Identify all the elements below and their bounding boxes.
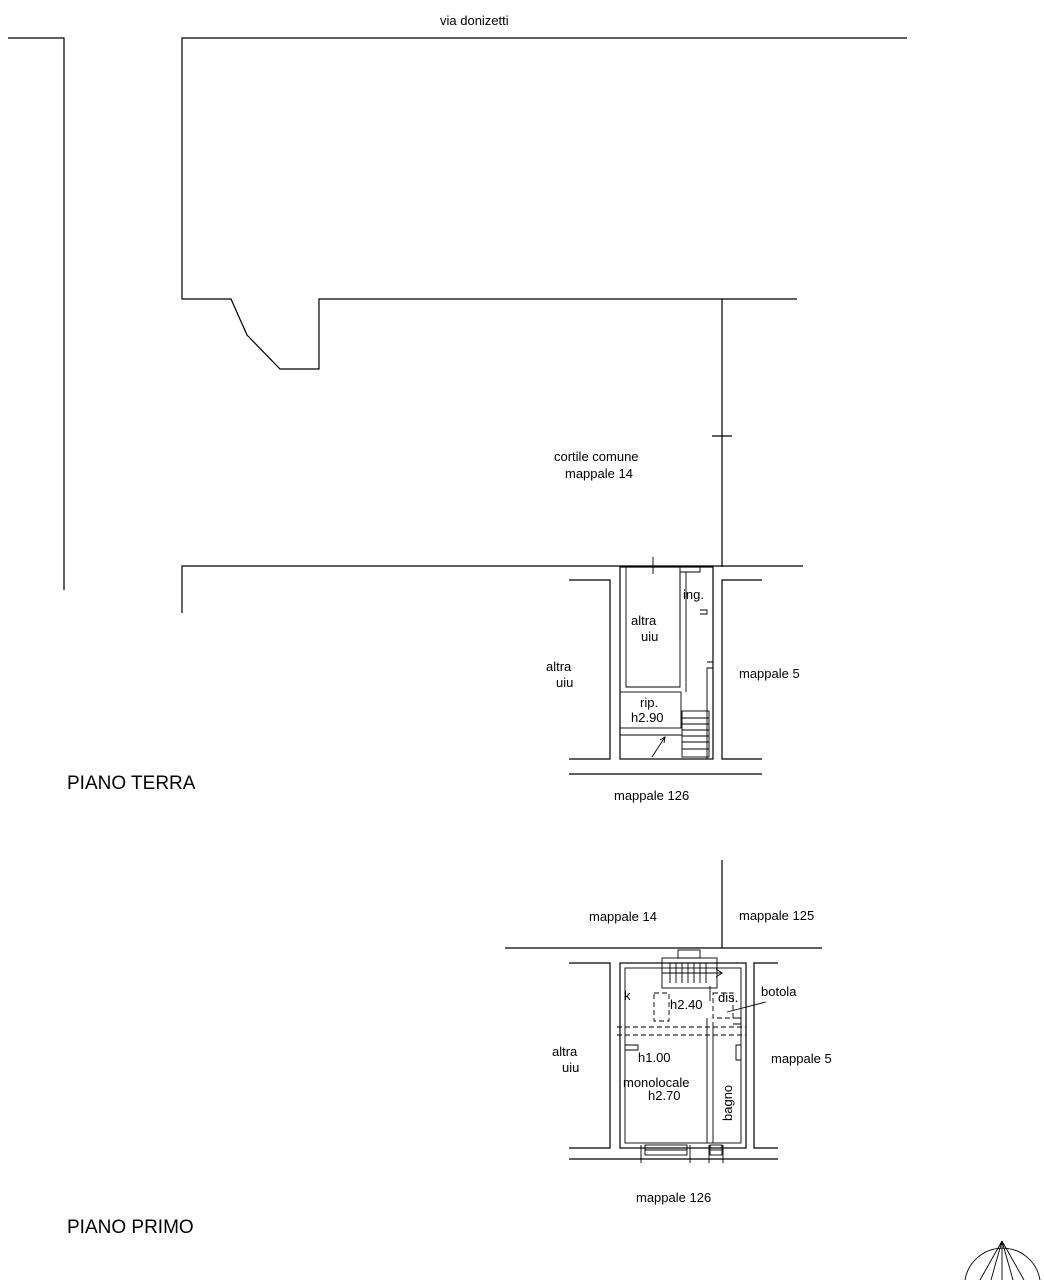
first-stairs-icon [661, 949, 723, 989]
first-floor-title: PIANO PRIMO [67, 1217, 194, 1238]
left-boundary-line [8, 37, 65, 590]
ground-stairs-icon [620, 710, 710, 758]
ground-floor-plan: via donizetti cortile comune mappale 14 [8, 13, 907, 803]
ripostiglio-label: rip. [640, 695, 658, 710]
left-uiu-label: uiu [556, 675, 573, 690]
left-uiu-boundary [569, 579, 611, 760]
disimpegno-label: dis. [718, 990, 738, 1005]
first-mappale-5-label: mappale 5 [771, 1051, 832, 1066]
courtyard-label: cortile comune [554, 449, 639, 464]
first-floor-plan: mappale 14 mappale 125 [67, 860, 832, 1238]
ripostiglio-height-label: h2.90 [631, 710, 664, 725]
bagno-label: bagno [720, 1085, 735, 1121]
first-mappale-14-label: mappale 14 [589, 909, 657, 924]
inner-uiu-label: uiu [641, 629, 658, 644]
street-label: via donizetti [440, 13, 509, 28]
right-mappale-boundary [721, 579, 762, 760]
first-unit-outline [619, 962, 747, 1149]
entrance-right-wall [706, 661, 714, 759]
first-uiu-label: uiu [562, 1060, 579, 1075]
first-window-bagno [708, 1144, 724, 1163]
north-arrow-icon [964, 1240, 1041, 1280]
entrance-wall-jamb [700, 609, 708, 615]
dis-door-jamb [733, 1017, 742, 1025]
first-altra-label: altra [552, 1044, 578, 1059]
ripostiglio-room [619, 691, 682, 729]
ingresso-label: ing. [683, 587, 704, 602]
first-dashed-opening-left [653, 992, 670, 1022]
courtyard-mappale-label: mappale 14 [565, 466, 633, 481]
first-unit-inner-wall [624, 967, 742, 1144]
botola-label: botola [761, 984, 797, 999]
monolocale-label: monolocale [623, 1075, 690, 1090]
inner-altra-label: altra [631, 613, 657, 628]
first-mappale-126-label: mappale 126 [636, 1190, 711, 1205]
front-building-outline [181, 37, 907, 370]
upper-height-label: h2.40 [670, 997, 703, 1012]
ground-floor-title: PIANO TERRA [67, 773, 196, 794]
botola-leader-line [726, 1001, 767, 1013]
low-wall-marker [625, 1044, 639, 1051]
rear-building-line [181, 565, 803, 613]
kitchen-label: k [624, 988, 631, 1003]
mappale-126-label: mappale 126 [614, 788, 689, 803]
left-altra-label: altra [546, 659, 572, 674]
monolocale-height-label: h2.70 [648, 1088, 681, 1103]
first-window-main [640, 1144, 691, 1163]
mappale-5-label: mappale 5 [739, 666, 800, 681]
first-dashed-opening-right [712, 992, 734, 1019]
low-height-label: h1.00 [638, 1050, 671, 1065]
first-right-mappale-boundary [753, 962, 778, 1149]
entrance-door [679, 567, 701, 573]
first-left-uiu-boundary [569, 962, 611, 1149]
first-mappale-125-label: mappale 125 [739, 908, 814, 923]
bagno-door-jamb [735, 1044, 741, 1061]
